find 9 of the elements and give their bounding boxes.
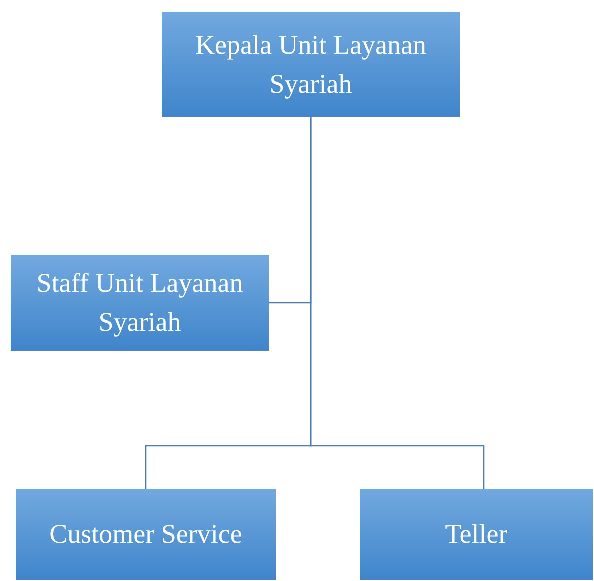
connector-line — [310, 117, 485, 489]
box-label: Staff Unit Layanan Syariah — [36, 267, 244, 339]
org-box — [162, 12, 460, 117]
box-label: Kepala Unit Layanan Syariah — [194, 28, 428, 101]
org-box — [360, 489, 593, 580]
box-label: Teller — [445, 518, 508, 551]
box-label: Customer Service — [50, 518, 242, 551]
org-box — [16, 489, 276, 580]
org-box — [11, 255, 269, 351]
